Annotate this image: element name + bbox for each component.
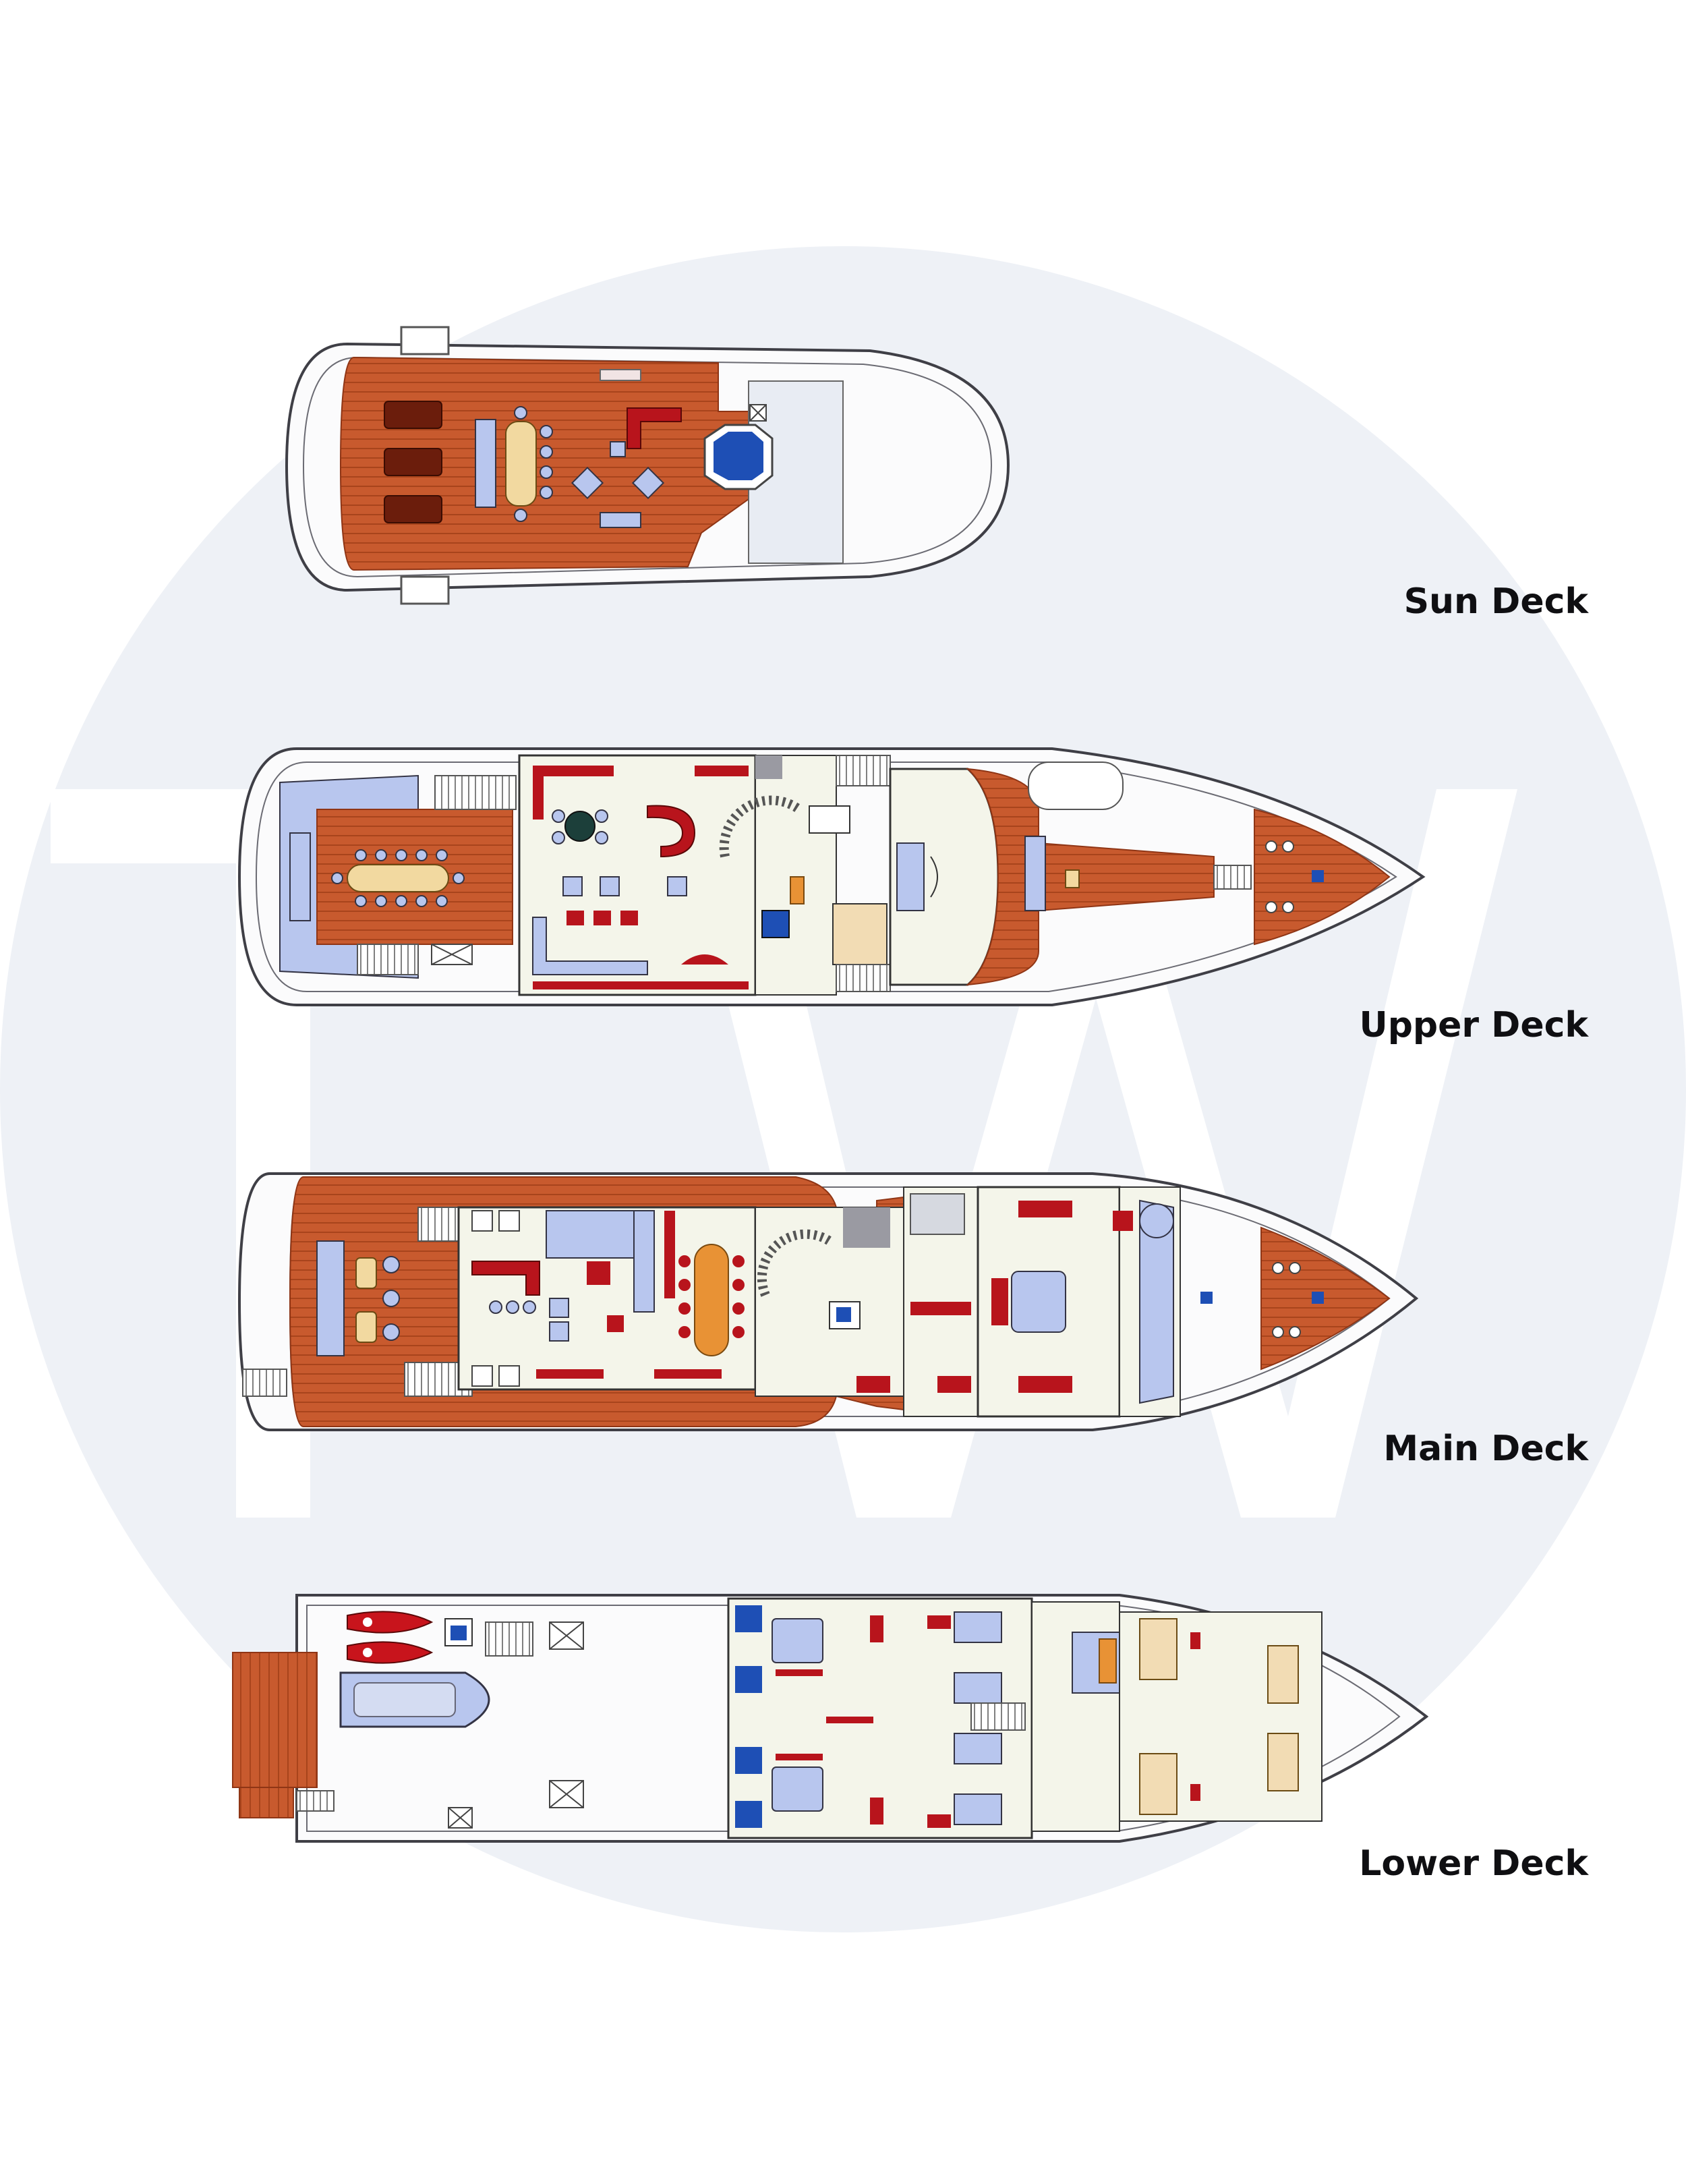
sun-deck-plan [285, 326, 1010, 605]
main-deck-plan [237, 1172, 1419, 1431]
upper-deck-captain-cabin [832, 903, 888, 965]
upper-deck-salon [518, 754, 757, 996]
lower-deck-plan [232, 1594, 1429, 1843]
deck-label-sun: Sun Deck [1403, 581, 1588, 622]
deck-label-main: Main Deck [1383, 1429, 1588, 1469]
sun-deck-ladder-bottom [400, 575, 450, 605]
main-deck-bath-tub [1139, 1203, 1174, 1238]
upper-deck-game-table [564, 811, 595, 842]
jet-skis [347, 1611, 434, 1664]
upper-deck-tender [1028, 761, 1124, 810]
upper-deck-plan [237, 747, 1426, 1006]
lower-deck-swim-platform [232, 1652, 318, 1788]
sun-deck-sofa [475, 419, 496, 508]
sun-deck-ladder-top [400, 326, 450, 355]
upper-deck-salon-sofa [532, 917, 648, 975]
sun-loungers [384, 401, 442, 523]
upper-deck-dining-table [347, 864, 449, 892]
deck-label-upper: Upper Deck [1359, 1005, 1588, 1045]
deck-label-lower: Lower Deck [1359, 1843, 1588, 1884]
main-deck-dining-table [694, 1244, 729, 1356]
sun-deck-table [505, 421, 537, 507]
